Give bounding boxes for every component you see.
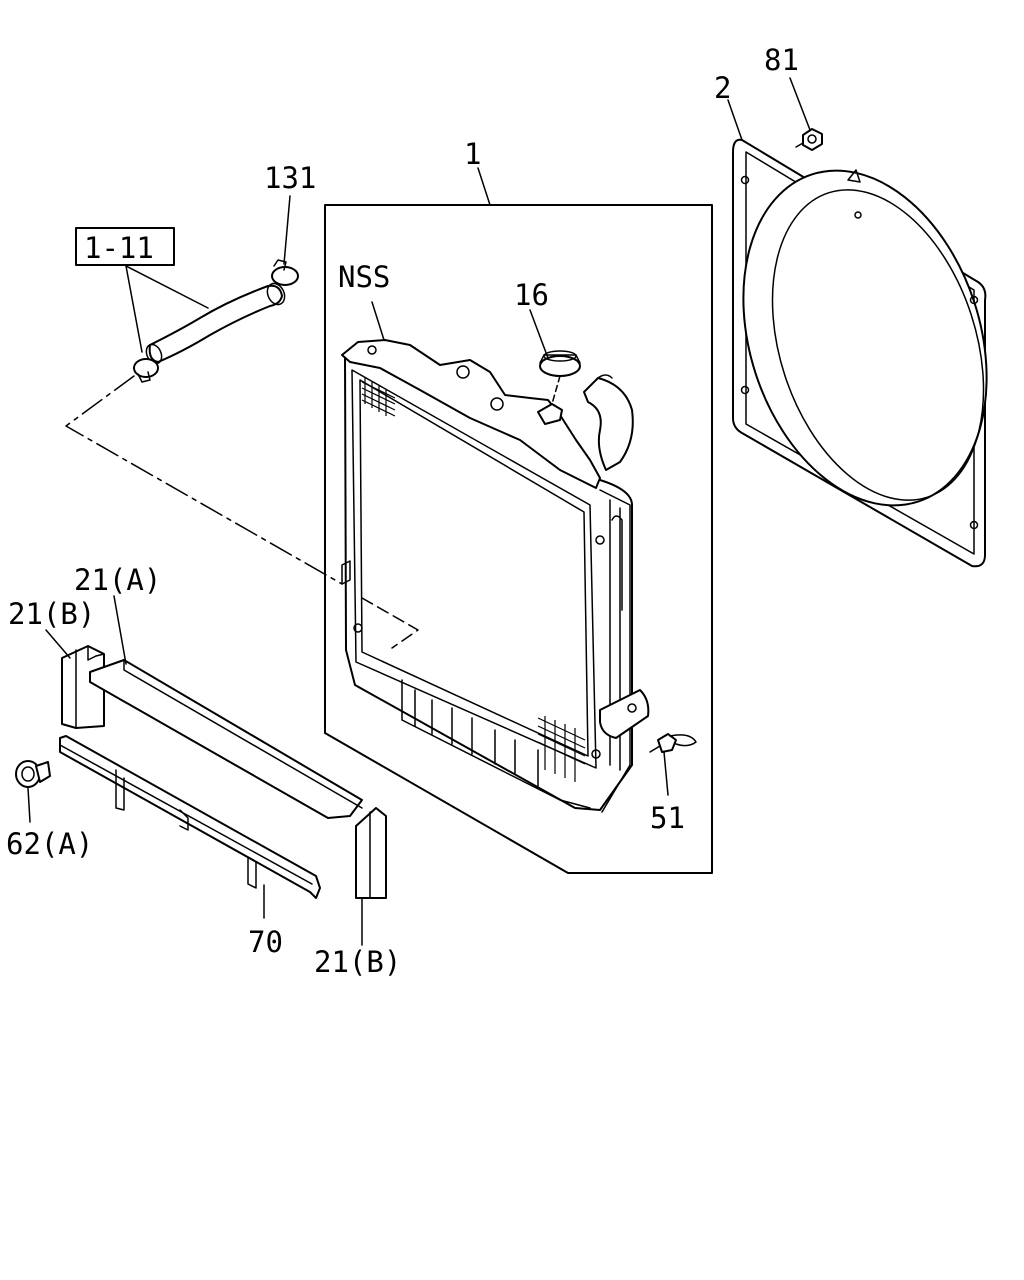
label-part-1: 1 — [464, 137, 481, 171]
leader-ref-1-11-a — [125, 265, 143, 353]
leader-part-21a — [113, 595, 127, 665]
reference-line — [65, 375, 343, 585]
label-part-21a: 21(A) — [74, 563, 161, 597]
bottom-rail-70 — [59, 735, 321, 899]
assembly-frame — [324, 204, 713, 874]
bolt-62a — [15, 760, 51, 788]
leader-part-131 — [283, 195, 291, 265]
side-plate-21b-right — [355, 807, 387, 899]
leader-part-51 — [663, 751, 669, 796]
leader-part-2 — [727, 99, 743, 141]
ref-1-11-box — [75, 227, 175, 266]
label-ref-1-11: 1-11 — [84, 231, 154, 265]
leader-ref-1-11-b — [125, 265, 209, 309]
leader-part-1 — [477, 167, 491, 206]
label-part-2: 2 — [714, 71, 731, 105]
cap-axis-line — [551, 375, 561, 405]
leader-part-62a — [27, 787, 31, 823]
label-part-131: 131 — [264, 161, 316, 195]
label-part-21b-bottom: 21(B) — [314, 945, 401, 979]
label-part-62a: 62(A) — [6, 827, 93, 861]
bolt-81 — [795, 128, 823, 151]
drain-cock-51 — [649, 733, 697, 753]
label-part-nss: NSS — [338, 260, 390, 294]
label-part-21b-left: 21(B) — [8, 597, 95, 631]
leader-part-81 — [789, 77, 811, 131]
leader-part-nss — [371, 301, 385, 341]
label-part-51: 51 — [650, 801, 685, 835]
hose-clamp-131 — [271, 259, 299, 286]
radiator-cap-16 — [539, 350, 581, 377]
hose-clamp-lower — [133, 358, 159, 383]
label-part-81: 81 — [764, 43, 799, 77]
cover-plate-21a — [89, 659, 363, 819]
radiator — [341, 339, 650, 813]
label-part-70: 70 — [248, 925, 283, 959]
upper-hose — [145, 282, 286, 365]
fan-shroud — [732, 138, 988, 568]
leader-part-16 — [529, 309, 549, 359]
side-plate-21b-left — [61, 645, 105, 729]
label-part-16: 16 — [514, 278, 549, 312]
leader-part-21b-left — [45, 629, 71, 659]
